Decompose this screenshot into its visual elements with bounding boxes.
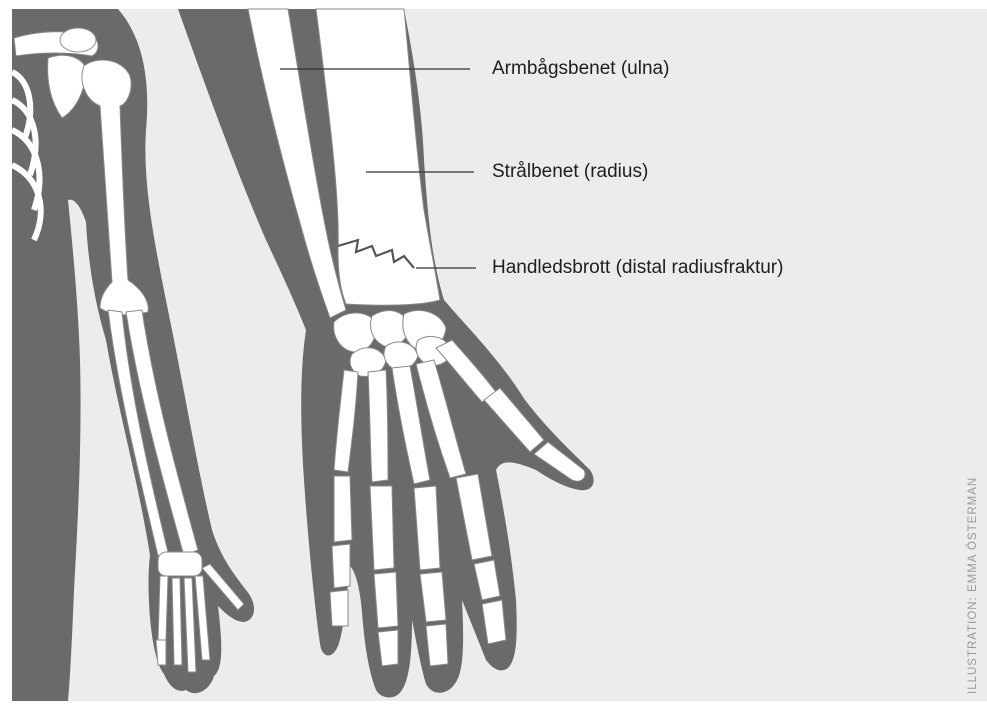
illustration-credit: ILLUSTRATION: EMMA ÖSTERMAN xyxy=(967,477,979,694)
shoulder-blade-top xyxy=(60,28,96,52)
label-ulna: Armbågsbenet (ulna) xyxy=(492,58,669,80)
label-fracture: Handledsbrott (distal radiusfraktur) xyxy=(492,257,783,279)
label-radius: Strålbenet (radius) xyxy=(492,161,648,183)
